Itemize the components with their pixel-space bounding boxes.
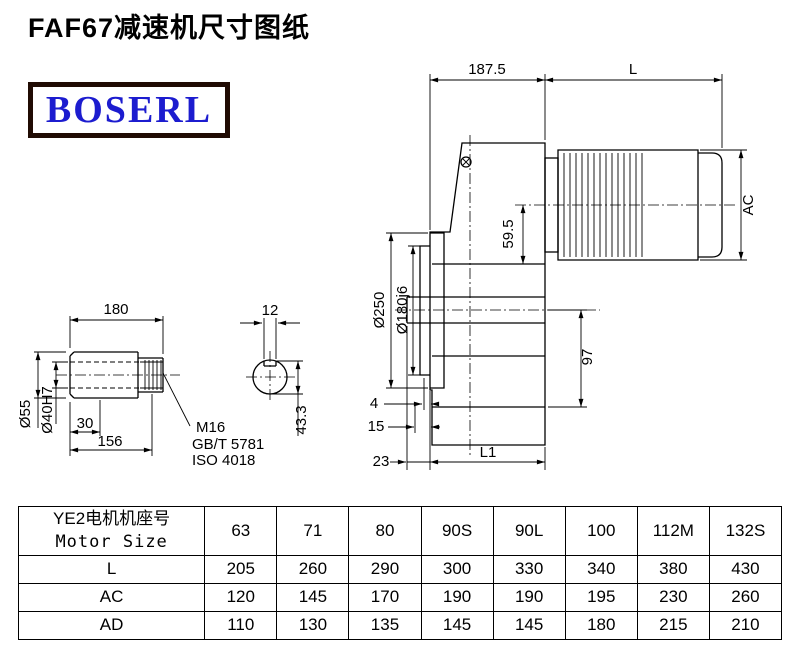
dim-4: 4 (370, 395, 378, 412)
motor-size-header-cn: YE2电机机座号 (53, 509, 171, 528)
value-cell: 120 (204, 582, 278, 612)
dim-30: 30 (77, 415, 94, 432)
label-iso-4018: ISO 4018 (192, 452, 255, 469)
label-M16: M16 (196, 419, 225, 436)
value-cell: 430 (708, 554, 783, 584)
row-label: AD (17, 610, 206, 640)
value-cell: 330 (492, 554, 566, 584)
size-header-cell: 90S (420, 506, 494, 556)
value-cell: 145 (492, 610, 566, 640)
value-cell: 180 (564, 610, 638, 640)
value-cell: 210 (708, 610, 783, 640)
boserl-logo: BOSERL (28, 82, 230, 138)
value-cell: 170 (348, 582, 422, 612)
dim-59-5: 59.5 (500, 219, 517, 248)
dim-L1: L1 (480, 444, 497, 461)
dim-180: 180 (103, 301, 128, 318)
dim-187-5: 187.5 (468, 61, 506, 78)
value-cell: 230 (636, 582, 710, 612)
dim-97: 97 (579, 349, 596, 366)
dim-dia-55: Ø55 (17, 400, 34, 428)
dim-L: L (629, 61, 637, 78)
row-label: L (17, 554, 206, 584)
dim-23: 23 (373, 453, 390, 470)
motor-size-header-en: Motor Size (55, 531, 168, 552)
value-cell: 260 (276, 554, 350, 584)
shaft-detail (69, 351, 164, 399)
extension-lines (34, 74, 747, 470)
size-header-cell: 80 (348, 506, 422, 556)
size-header-cell: 71 (276, 506, 350, 556)
value-cell: 195 (564, 582, 638, 612)
value-cell: 290 (348, 554, 422, 584)
dim-12: 12 (262, 302, 279, 319)
size-header-cell: 112M (636, 506, 710, 556)
dim-dia-40H7: Ø40H7 (39, 386, 56, 434)
motor-size-header: YE2电机机座号 Motor Size (17, 506, 206, 556)
dim-156: 156 (97, 433, 122, 450)
value-cell: 110 (204, 610, 278, 640)
value-cell: 190 (492, 582, 566, 612)
size-header-cell: 63 (204, 506, 278, 556)
dim-dia-180j6: Ø180j6 (394, 286, 411, 334)
shaft-section-detail (252, 359, 288, 395)
value-cell: 300 (420, 554, 494, 584)
technical-drawing: 187.5 L AC 59.5 Ø250 Ø180j6 97 180 12 Ø5… (17, 61, 757, 470)
value-cell: 145 (420, 610, 494, 640)
dim-15: 15 (368, 418, 385, 435)
size-header-cell: 100 (564, 506, 638, 556)
boserl-logo-text: BOSERL (45, 89, 213, 131)
dimension-lines (35, 77, 744, 465)
label-gbt-5781: GB/T 5781 (192, 436, 264, 453)
value-cell: 260 (708, 582, 783, 612)
size-header-cell: 132S (708, 506, 783, 556)
value-cell: 130 (276, 610, 350, 640)
page-title: FAF67减速机尺寸图纸 (28, 13, 311, 43)
dim-43-3: 43.3 (293, 405, 310, 434)
value-cell: 340 (564, 554, 638, 584)
motor-outline (544, 149, 723, 261)
value-cell: 380 (636, 554, 710, 584)
size-header-cell: 90L (492, 506, 566, 556)
value-cell: 205 (204, 554, 278, 584)
gearbox-outline (406, 142, 546, 446)
value-cell: 190 (420, 582, 494, 612)
dimension-labels: 187.5 L AC 59.5 Ø250 Ø180j6 97 180 12 Ø5… (17, 61, 757, 470)
dim-AC: AC (740, 194, 757, 215)
value-cell: 145 (276, 582, 350, 612)
value-cell: 135 (348, 610, 422, 640)
row-label: AC (17, 582, 206, 612)
dim-dia-250: Ø250 (371, 292, 388, 329)
value-cell: 215 (636, 610, 710, 640)
